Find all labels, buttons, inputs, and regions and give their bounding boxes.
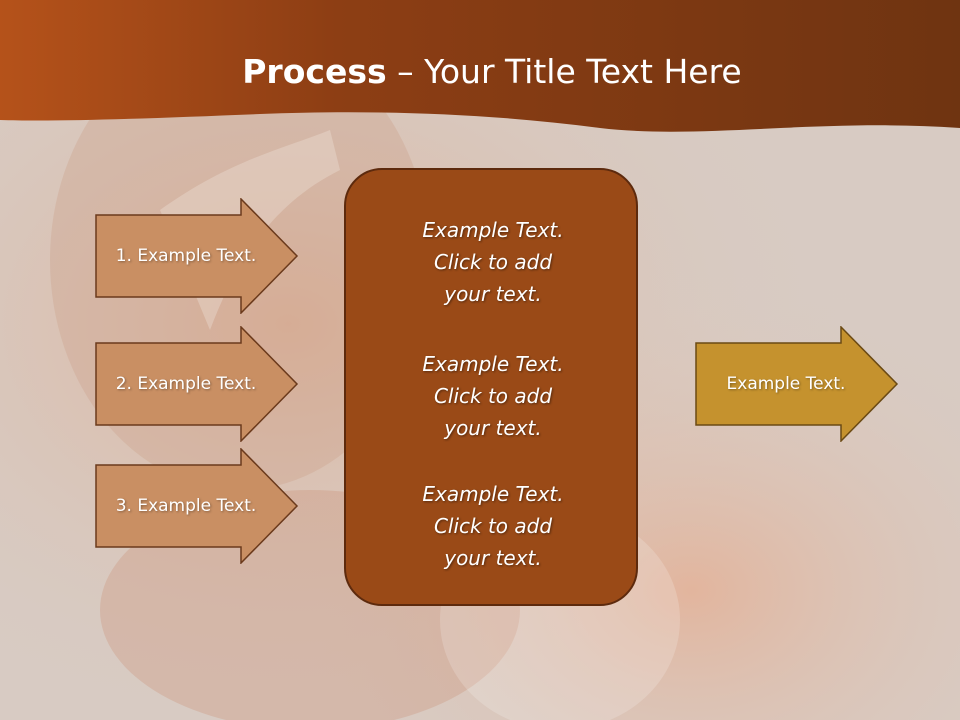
title-rest: – Your Title Text Here: [386, 52, 742, 91]
title-bold: Process: [242, 52, 387, 91]
slide-title: Process – Your Title Text Here: [0, 52, 960, 91]
arrow-shape: [695, 326, 899, 442]
process-text-3: Example Text. Click to add your text.: [422, 482, 564, 570]
process-box: Example Text. Click to add your text. Ex…: [344, 168, 638, 606]
arrow-shape: [95, 326, 299, 442]
process-text-2: Example Text. Click to add your text.: [422, 352, 564, 440]
arrow-shape: [95, 198, 299, 314]
arrow-label: 1. Example Text.: [115, 246, 257, 266]
arrow-shape: [95, 448, 299, 564]
input-arrow-1: 1. Example Text.: [95, 198, 301, 314]
arrow-label: Example Text.: [726, 374, 846, 394]
arrow-label: 3. Example Text.: [115, 496, 257, 516]
output-arrow: Example Text.: [695, 326, 901, 442]
input-arrow-2: 2. Example Text.: [95, 326, 301, 442]
process-text-1: Example Text. Click to add your text.: [422, 218, 564, 306]
input-arrow-3: 3. Example Text.: [95, 448, 301, 564]
arrow-label: 2. Example Text.: [115, 374, 257, 394]
